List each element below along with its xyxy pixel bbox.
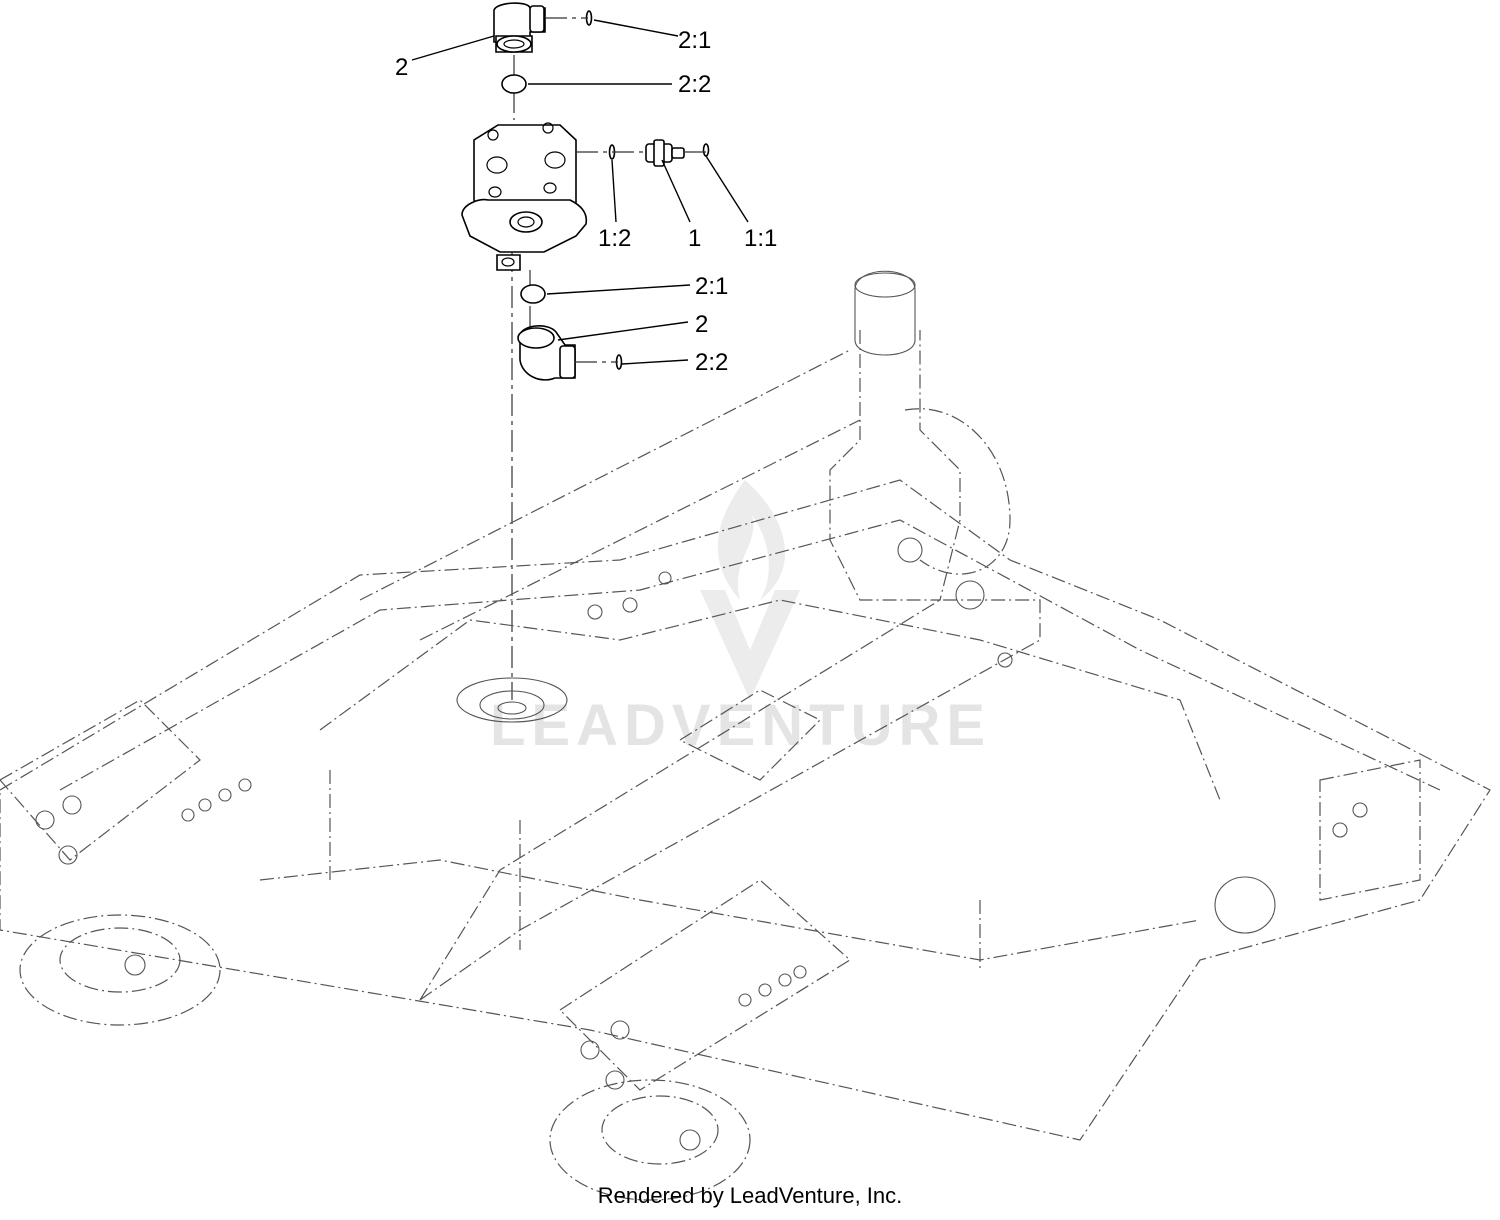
mower-deck bbox=[0, 270, 1491, 1201]
leader-c7 bbox=[546, 284, 691, 295]
leader-c2 bbox=[411, 35, 495, 61]
callout-2-2-upper: 2:2 bbox=[678, 71, 711, 98]
callout-1: 1 bbox=[688, 225, 701, 252]
render-credit: Rendered by LeadVenture, Inc. bbox=[597, 1183, 903, 1208]
o-ring-lower bbox=[520, 284, 546, 304]
leader-c8 bbox=[557, 321, 689, 341]
callout-2-lower: 2 bbox=[695, 311, 708, 338]
leader-c4 bbox=[611, 159, 617, 223]
callout-2-upper: 2 bbox=[395, 54, 408, 81]
watermark-text: LEADVENTURE bbox=[490, 693, 991, 758]
leader-c9 bbox=[621, 359, 689, 365]
callout-2-1-upper: 2:1 bbox=[678, 27, 711, 54]
lower-elbow-fitting bbox=[517, 325, 576, 381]
callout-1-2: 1:2 bbox=[598, 225, 631, 252]
leader-c5 bbox=[661, 159, 691, 223]
callout-2-2-lower: 2:2 bbox=[695, 349, 728, 376]
callout-1-1: 1:1 bbox=[744, 225, 777, 252]
watermark-logo: LEADVENTURE bbox=[490, 480, 991, 758]
straight-fitting bbox=[645, 139, 685, 167]
o-ring-end bbox=[702, 143, 710, 157]
leader-c6 bbox=[705, 155, 749, 223]
upper-elbow-fitting bbox=[493, 2, 546, 53]
leader-c1 bbox=[593, 19, 679, 37]
o-ring-upper bbox=[501, 74, 527, 94]
callout-2-1-lower: 2:1 bbox=[695, 273, 728, 300]
hydraulic-motor bbox=[461, 122, 588, 271]
